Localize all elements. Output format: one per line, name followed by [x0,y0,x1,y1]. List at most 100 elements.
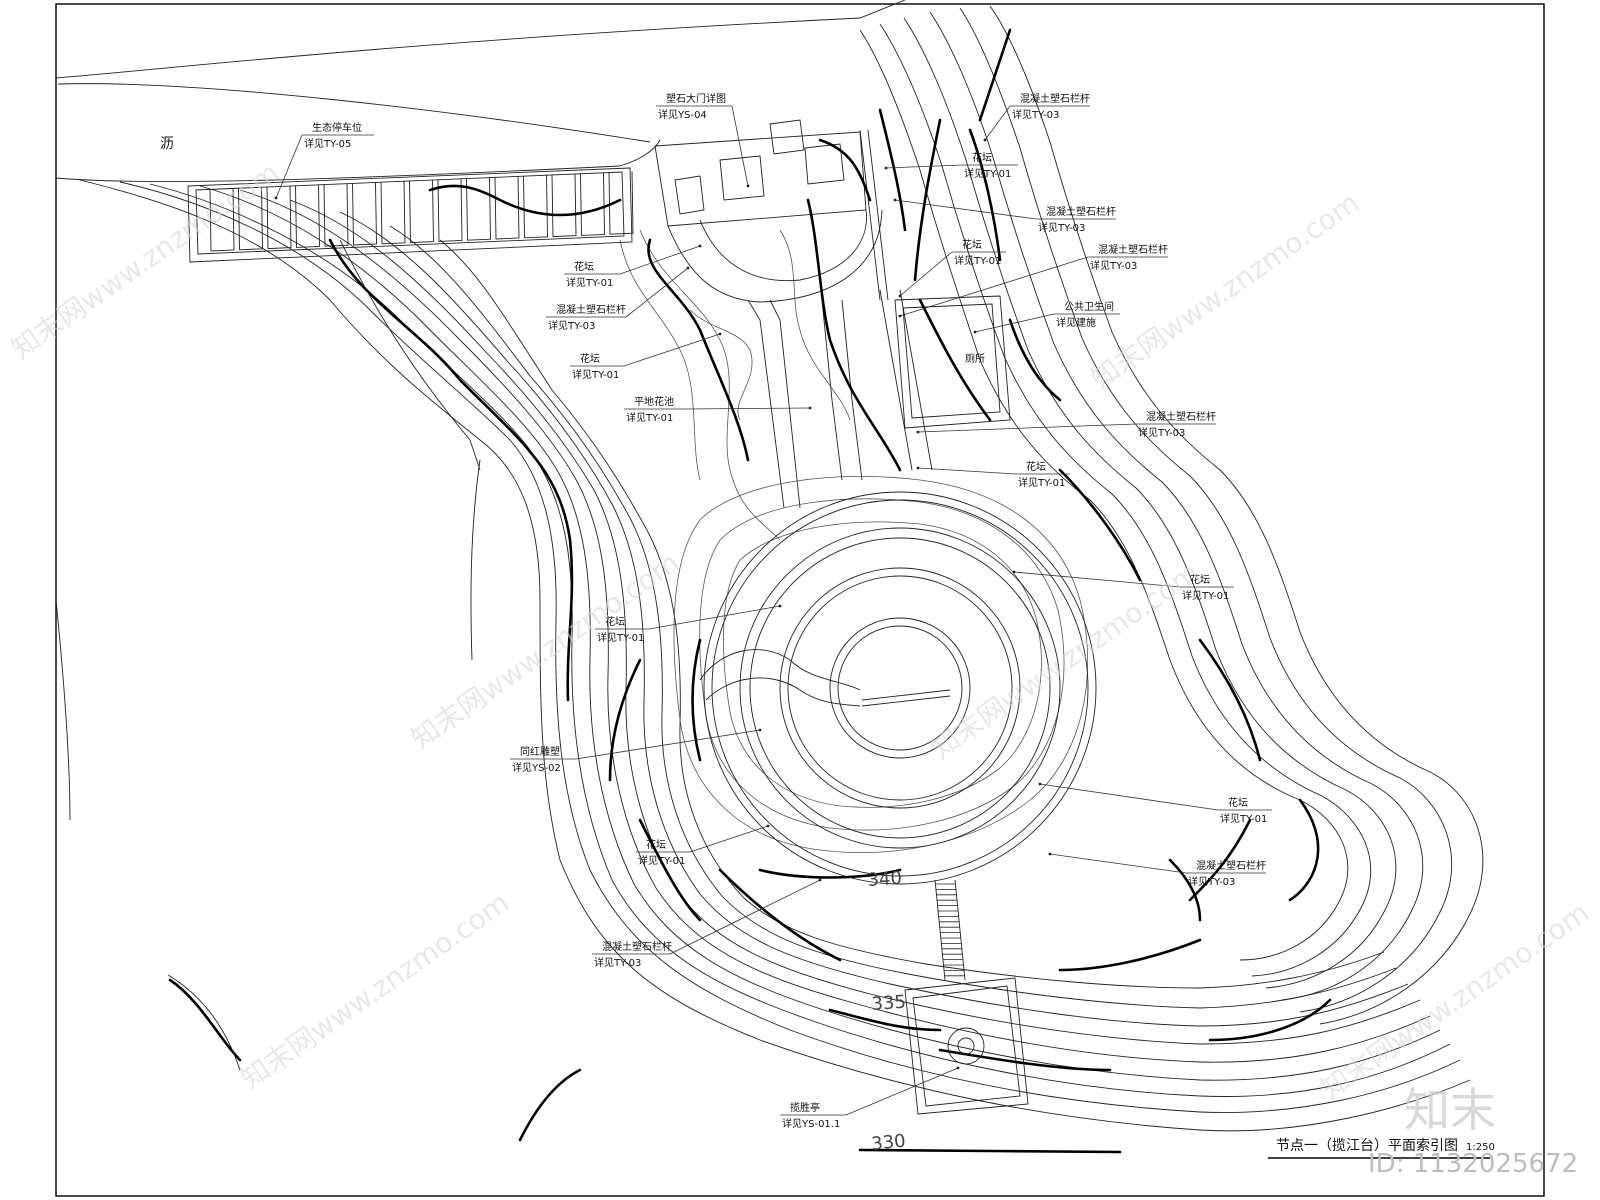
callout-leader [1049,853,1187,874]
callout-name: 混凝土塑石栏杆 [1020,92,1090,105]
callout-name: 花坛 [1228,796,1248,809]
callout-leader [974,313,1055,333]
callout-anchor-dot [808,406,812,410]
parking-stall [551,173,577,238]
callout-reference: 详见TY-03 [594,956,641,969]
callout-anchor-dot [898,314,902,318]
contour-lines [79,5,1484,1132]
watermark-text: 知末网www.znzmo.com [925,556,1205,766]
callout-anchor-dot [818,878,822,882]
callout-name: 混凝土塑石栏杆 [602,940,672,953]
callout-reference: 详见TY-01 [572,368,619,381]
drawing-title: 节点一（揽江台）平面索引图 [1276,1137,1458,1154]
callout-reference: 详见TY-01 [964,167,1011,180]
callout-leader [1013,571,1181,588]
callout-anchor-dot [1012,570,1016,574]
drawing-title-block: 节点一（揽江台）平面索引图 1:250 [1268,1137,1495,1159]
callout-anchor-dot [758,728,762,732]
callout-leader [984,105,1011,141]
callout-name: 平地花池 [634,395,674,408]
road-label: 沥 [160,136,174,152]
callout-name: 花坛 [646,838,666,851]
callout-name: 混凝土塑石栏杆 [1098,243,1168,256]
callout-reference: 详见TY-03 [1090,259,1137,272]
watermark-text: 知末网www.znzmo.com [5,156,285,366]
callout-reference: 详见建施 [1056,316,1096,329]
callout-leader [575,729,761,760]
parking-stalls [187,167,634,263]
parking-stall [409,179,434,244]
callout-leader [648,605,781,630]
callout-name: 花坛 [580,352,600,365]
callout-anchor-dot [916,430,920,434]
callout-reference: 详见TY-01 [1220,812,1267,825]
callout-leader [899,251,953,297]
pavilion-platform [904,977,1029,1115]
walkways [747,129,933,509]
parking-stall [466,177,491,241]
callout-reference: 详见TY-01 [1182,589,1229,602]
callout-name: 塑石大门详图 [666,92,726,105]
parking-stall [580,172,605,236]
callout-name: 公共卫生间 [1064,300,1114,313]
callout-anchor-dot [1048,852,1052,856]
parking-stall [523,174,548,239]
callout-name: 混凝土塑石栏杆 [1146,410,1216,423]
callout-anchor-dot [746,184,750,188]
callout-name: 花坛 [972,151,992,164]
watermark-text: 知末网www.znzmo.com [405,546,685,756]
callout-anchor-dot [916,466,920,470]
callout-leader [1039,783,1219,811]
entrance-gate [654,119,883,303]
callout-anchor-dot [973,330,977,334]
callout-name: 花坛 [962,238,982,251]
callout-reference: 详见TY-03 [1188,875,1235,888]
callout-leader [689,825,769,853]
callout-leader [731,105,749,187]
callout-anchor-dot [274,196,278,200]
callout-leader [619,245,701,275]
callout-anchor-dot [1038,782,1042,786]
road-edges [55,0,906,821]
callout-anchor-dot [718,332,722,336]
callout-reference: 详见TY-01 [638,854,685,867]
callout-anchor-dot [898,294,902,298]
callout-reference: 详见TY-01 [626,411,673,424]
callout-reference: 详见TY-01 [954,254,1001,267]
callout-anchor-dot [766,824,770,828]
callout-anchor-dot [983,138,987,142]
callout-annotations: 生态停车位详见TY-05塑石大门详图详见YS-04混凝土塑石栏杆详见TY-03花… [274,92,1272,1130]
callout-reference: 详见YS-02 [512,761,561,774]
parking-stall [380,180,406,245]
callout-leader [885,164,963,169]
callout-name: 花坛 [1026,460,1046,473]
terrain-edge-left [167,239,481,1071]
watermark-layer: 知末网www.znzmo.com 知末网www.znzmo.com 知末网www… [5,156,1595,1179]
elevation-label-340: 340 [867,868,903,891]
callout-reference: 详见TY-03 [1138,426,1185,439]
callout-anchor-dot [893,198,897,202]
watermark-text: 知末网www.znzmo.com [235,886,515,1096]
callout-reference: 详见TY-01 [566,276,613,289]
callout-reference: 详见TY-05 [304,137,351,150]
callout-leader [623,333,721,367]
parking-stall [352,181,377,246]
callout-name: 混凝土塑石栏杆 [556,303,626,316]
callout-reference: 详见YS-01.1 [782,1117,840,1130]
callout-name: 揽胜亭 [790,1101,820,1114]
elevation-label-335: 335 [871,992,907,1015]
callout-leader [683,407,811,410]
callout-name: 花坛 [605,615,625,628]
parking-stall [608,171,634,235]
